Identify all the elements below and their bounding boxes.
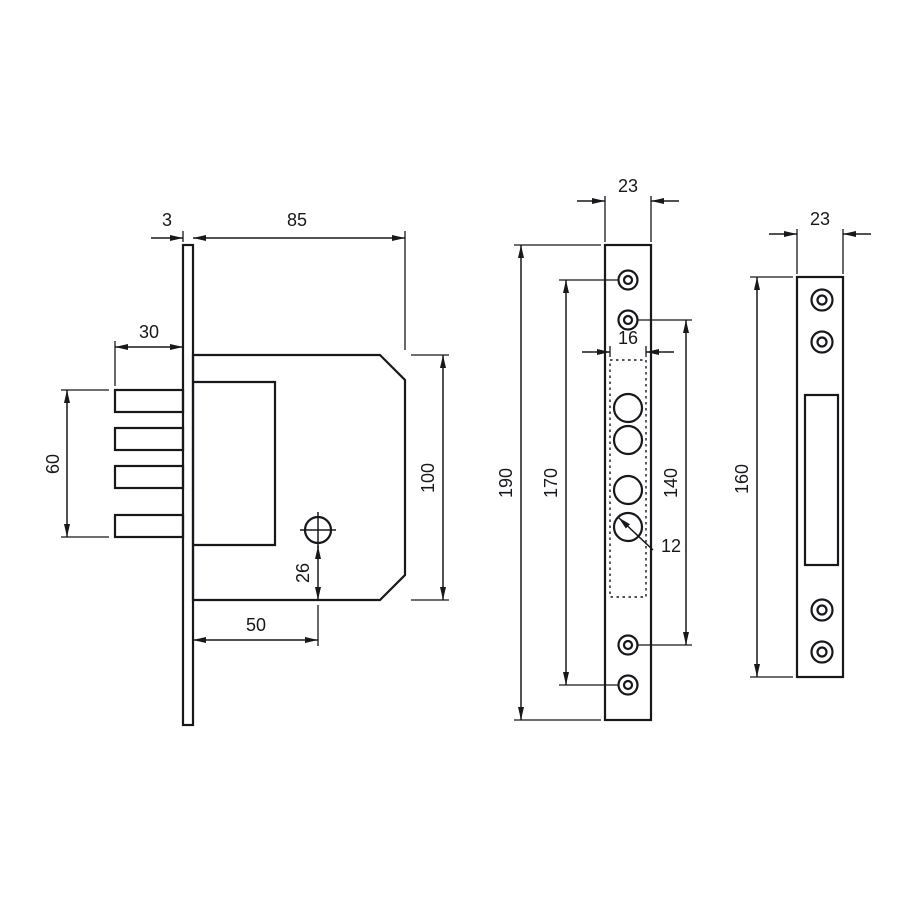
dim-screw-offset: 26 bbox=[293, 546, 321, 600]
strike-plate-outline bbox=[795, 275, 845, 679]
faceplate-outline bbox=[603, 243, 653, 722]
screw-hole-top-2 bbox=[617, 309, 639, 331]
screw-hole-bottom-2 bbox=[617, 674, 639, 696]
dim-label-hole-span: 140 bbox=[661, 468, 681, 498]
faceplate-edge bbox=[181, 243, 195, 727]
screw-hole-top-1 bbox=[617, 269, 639, 291]
dim-bolt-throw: 30 bbox=[114, 322, 183, 386]
dim-faceplate-thickness: 3 bbox=[151, 210, 184, 242]
dim-bolt-diameter: 12 bbox=[617, 516, 681, 556]
dim-label-screw-offset: 26 bbox=[293, 563, 313, 583]
dim-label-bolt-diameter: 12 bbox=[661, 536, 681, 556]
strike-screw-hole-bottom-1 bbox=[810, 598, 834, 622]
dim-backset: 50 bbox=[192, 605, 319, 646]
dim-label-strike-width: 23 bbox=[810, 209, 830, 229]
bolt-hole-3 bbox=[612, 474, 644, 506]
strike-plate-view: 23 160 bbox=[732, 209, 871, 679]
bolt-housing-outline bbox=[193, 380, 277, 547]
bolt-hole-1 bbox=[612, 392, 644, 424]
dim-label-bolt-stack: 60 bbox=[43, 454, 63, 474]
strike-cutout bbox=[803, 393, 840, 567]
deadbolt-4 bbox=[113, 513, 185, 539]
deadbolt-2 bbox=[113, 426, 185, 452]
faceplate-front-view: 23 190 170 16 140 bbox=[496, 176, 692, 722]
strike-screw-hole-top-2 bbox=[810, 330, 834, 354]
deadbolt-3 bbox=[113, 464, 185, 490]
dim-hole-span: 140 bbox=[638, 319, 692, 646]
bolt-hole-4 bbox=[612, 511, 644, 543]
lock-body-outline bbox=[191, 353, 407, 602]
mounting-screw-icon bbox=[300, 512, 336, 548]
dim-strike-width: 23 bbox=[769, 209, 871, 274]
strike-screw-hole-bottom-2 bbox=[810, 640, 834, 664]
dim-label-strike-height: 160 bbox=[732, 464, 752, 494]
dim-label-screw-spacing: 170 bbox=[541, 468, 561, 498]
side-view: 3 85 30 60 100 26 bbox=[43, 210, 449, 727]
dim-faceplate-height: 190 bbox=[496, 244, 601, 721]
dim-label-body-width: 85 bbox=[287, 210, 307, 230]
dim-strike-height: 160 bbox=[732, 276, 793, 678]
strike-screw-hole-top-1 bbox=[810, 288, 834, 312]
dim-label-bolt-throw: 30 bbox=[139, 322, 159, 342]
bolt-hole-2 bbox=[612, 424, 644, 456]
dim-label-faceplate-width: 23 bbox=[618, 176, 638, 196]
dim-body-width: 85 bbox=[193, 210, 406, 350]
dim-bolt-stack: 60 bbox=[43, 389, 109, 538]
deadbolt-1 bbox=[113, 388, 185, 414]
dim-label-cutout-width: 16 bbox=[618, 328, 638, 348]
dim-label-body-height: 100 bbox=[418, 463, 438, 493]
dim-screw-spacing: 170 bbox=[541, 279, 618, 686]
dim-body-height: 100 bbox=[411, 354, 449, 601]
dim-cutout-width: 16 bbox=[582, 328, 674, 357]
screw-hole-bottom-1 bbox=[617, 634, 639, 656]
dim-faceplate-width: 23 bbox=[577, 176, 679, 242]
bolt-cutout-dotted bbox=[609, 359, 647, 598]
dim-label-faceplate-height: 190 bbox=[496, 468, 516, 498]
dim-label-backset: 50 bbox=[246, 615, 266, 635]
dim-label-faceplate-thickness: 3 bbox=[162, 210, 172, 230]
